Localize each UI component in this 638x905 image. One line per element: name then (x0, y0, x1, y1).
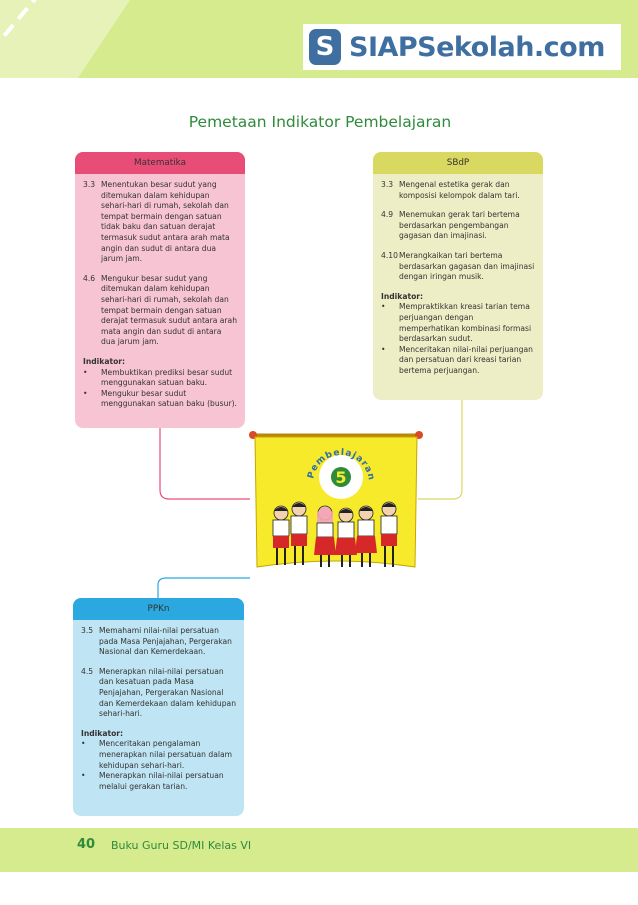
matematika-kd: 4.6 Mengukur besar sudut yang ditemukan … (83, 274, 237, 348)
kd-number: 4.5 (81, 666, 94, 676)
footer-band (0, 828, 638, 872)
pembelajaran-illustration: 5 Pembelajaran (249, 431, 423, 568)
kd-text: Mengenal estetika gerak dan komposisi ke… (399, 180, 520, 200)
kd-number: 4.10 (381, 250, 398, 260)
children-figures (272, 501, 398, 567)
ppkn-box: PPKn 3.5 Memahami nilai-nilai persatuan … (73, 598, 244, 816)
page-title: Pemetaan Indikator Pembelajaran (188, 113, 452, 131)
page-number: 40 (77, 837, 96, 852)
sbdp-box: SBdP 3.3 Mengenal estetika gerak dan kom… (373, 152, 543, 400)
sbdp-heading: SBdP (373, 152, 543, 174)
sbdp-kd: 4.9 Menemukan gerak tari bertema berdasa… (381, 210, 535, 242)
footer-book-title: Buku Guru SD/MI Kelas VI (111, 839, 252, 852)
kd-text: Mengukur besar sudut yang ditemukan dala… (101, 273, 238, 347)
indikator-item: • Membuktikan prediksi besar sudut mengg… (83, 368, 237, 389)
kd-text: Menentukan besar sudut yang ditemukan da… (101, 180, 230, 264)
banner-number: 5 (335, 468, 346, 487)
indikator-label: Indikator: (81, 728, 124, 738)
matematika-box: Matematika 3.3 Menentukan besar sudut ya… (75, 152, 245, 428)
kd-text: Memahami nilai-nilai persatuan pada Masa… (99, 626, 232, 657)
kd-number: 3.3 (83, 180, 96, 189)
indikator-item: • Mempraktikkan kreasi tarian tema perju… (381, 302, 535, 344)
kd-number: 4.9 (381, 210, 394, 220)
kd-number: 4.6 (83, 273, 96, 283)
site-logo[interactable]: S SIAPSekolah.com (303, 24, 621, 70)
kd-text: Menerapkan nilai-nilai persatuan dan kes… (99, 666, 237, 719)
ppkn-heading: PPKn (73, 598, 244, 620)
indikator-label: Indikator: (381, 291, 424, 301)
indikator-item: • Menceritakan nilai-nilai perjuangan da… (381, 345, 535, 377)
logo-text: SIAPSekolah.com (349, 31, 605, 63)
kd-text: Menemukan gerak tari bertema berdasarkan… (399, 210, 520, 241)
indikator-text: Menceritakan pengalaman menerapkan nilai… (99, 739, 233, 770)
indikator-item: • Menerapkan nilai-nilai persatuan melal… (81, 771, 236, 792)
logo-badge-icon: S (309, 29, 341, 65)
sbdp-kd: 4.10 Merangkaikan tari bertema berdasark… (381, 251, 535, 283)
indikator-text: Menceritakan nilai-nilai perjuangan dan … (399, 344, 533, 375)
indikator-text: Mempraktikkan kreasi tarian tema perjuan… (399, 302, 532, 344)
indikator-text: Menerapkan nilai-nilai persatuan melalui… (99, 771, 224, 791)
matematika-kd: 3.3 Menentukan besar sudut yang ditemuka… (83, 180, 237, 265)
indikator-item: • Menceritakan pengalaman menerapkan nil… (81, 739, 236, 771)
indikator-item: • Mengukur besar sudut menggunakan satua… (83, 388, 237, 409)
ppkn-kd: 4.5 Menerapkan nilai-nilai persatuan dan… (81, 667, 236, 720)
matematika-heading: Matematika (75, 152, 245, 174)
indikator-text: Membuktikan prediksi besar sudut menggun… (101, 367, 233, 388)
kd-text: Merangkaikan tari bertema berdasarkan ga… (399, 250, 535, 282)
ppkn-kd: 3.5 Memahami nilai-nilai persatuan pada … (81, 626, 236, 658)
kd-number: 3.5 (81, 626, 94, 635)
indikator-label: Indikator: (83, 356, 126, 366)
kd-number: 3.3 (381, 180, 394, 189)
indikator-text: Mengukur besar sudut menggunakan satuan … (101, 388, 237, 409)
sbdp-kd: 3.3 Mengenal estetika gerak dan komposis… (381, 180, 535, 201)
